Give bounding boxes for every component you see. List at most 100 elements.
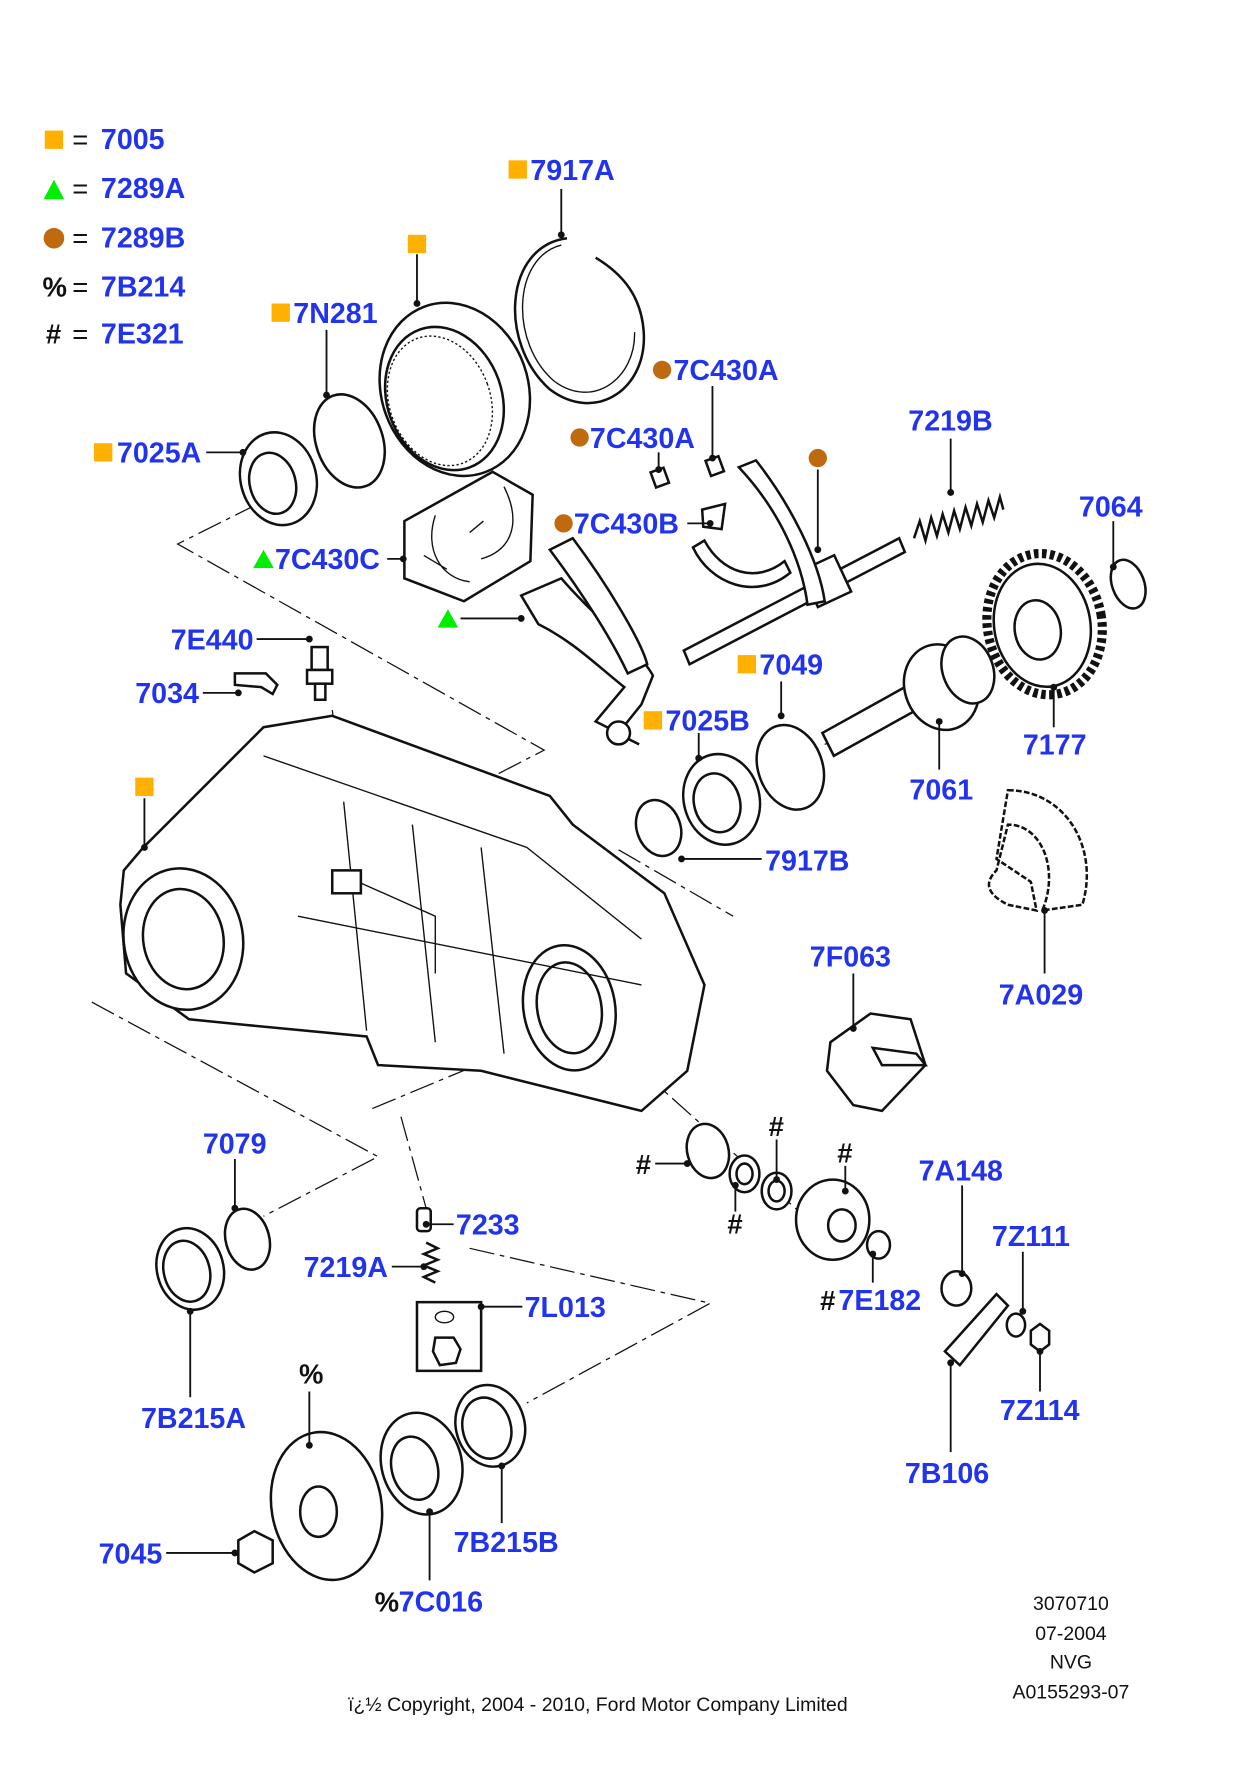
callout-7B215A[interactable]: 7B215A [141,1403,246,1435]
callout-7061[interactable]: 7061 [909,774,973,806]
bearing-7025A [238,431,319,527]
circle-marker [652,360,672,380]
legend-equals: = [72,272,88,303]
square-marker [135,777,154,796]
leader-dots [140,231,1117,1557]
drawing-number: 3070710 [1033,1593,1109,1615]
legend: = 7005 = 7289A = 7289B % = 7B214 # = 7E3… [42,124,185,351]
legend-equals: = [72,222,88,253]
callout-7C430A[interactable]: 7C430A [674,355,779,387]
bracket-7F063 [825,1012,929,1113]
triangle-marker [437,609,459,628]
callout-7917A[interactable]: 7917A [530,155,614,187]
legend-equals: = [72,173,88,204]
legend-code-7E321: 7E321 [101,319,184,351]
snap-ring-7049 [755,723,826,811]
callout-7B215B[interactable]: 7B215B [454,1527,559,1559]
square-marker [44,130,64,149]
snap-ring-7917B [634,798,683,858]
hash-marker: # [769,1111,784,1142]
hash-marker: # [727,1208,742,1239]
callout-7E440[interactable]: 7E440 [171,624,254,656]
callout-7Z111[interactable]: 7Z111 [992,1221,1070,1253]
callout-7A029[interactable]: 7A029 [999,979,1083,1011]
callout-7045[interactable]: 7045 [99,1538,163,1570]
drawing-date: 07-2004 [1035,1623,1107,1645]
circle-marker [808,448,827,468]
callout-7L013[interactable]: 7L013 [525,1292,606,1324]
transfer-case-housing [119,714,706,1113]
legend-equals: = [72,124,88,155]
legend-code-7005: 7005 [101,124,165,156]
copyright: ï¿½ Copyright, 2004 - 2010, Ford Motor C… [348,1694,848,1716]
triangle-marker [43,179,65,200]
drive-chain-7A029 [987,788,1088,913]
percent-marker: % [375,1586,399,1617]
nut-7045 [237,1529,274,1574]
square-marker [508,160,527,179]
callout-7N281[interactable]: 7N281 [293,298,377,330]
hash-marker: # [820,1285,835,1316]
spring-7219A [420,1241,441,1284]
callout-7E182[interactable]: 7E182 [838,1285,921,1317]
shift-fork-7289B [648,454,827,607]
circlip-7064 [1109,558,1147,610]
lever-7B106 [943,1292,1010,1367]
drawing-info: 3070710 07-2004 NVG A0155293-07 ï¿½ Copy… [348,1593,1129,1716]
seal-7B215A [155,1226,226,1311]
callout-7C430A[interactable]: 7C430A [590,423,695,455]
callout-7219A[interactable]: 7219A [304,1252,388,1284]
circle-marker [554,514,573,533]
part-drawings [119,236,1147,1582]
callout-7C430C[interactable]: 7C430C [275,544,380,576]
callout-7F063[interactable]: 7F063 [810,942,891,974]
callout-7025A[interactable]: 7025A [117,438,201,470]
washer-7A148 [940,1269,973,1307]
square-marker [737,655,756,674]
vent-7034 [233,672,279,696]
flange-7B214 [269,1430,384,1582]
callout-7219B[interactable]: 7219B [908,406,992,438]
legend-code-7B214: 7B214 [101,272,185,304]
hash-marker: # [837,1137,852,1168]
drawing-reference: A0155293-07 [1013,1681,1130,1703]
snap-ring-7N281 [312,393,386,489]
callout-7025B[interactable]: 7025B [666,706,750,738]
callout-7064[interactable]: 7064 [1079,492,1143,524]
output-shaft-7061 [820,635,996,758]
nut-7Z114 [1029,1322,1051,1353]
callout-labels: 7917A 7N281 7025A 7C430A 7C430A 7219B 7C… [99,155,1143,1619]
bearing-7025B [681,752,762,846]
snap-ring-7917A [513,236,646,405]
ring-gear-7005 [378,301,532,478]
square-marker [271,303,290,322]
callout-7C016[interactable]: 7C016 [399,1586,483,1618]
callout-7049[interactable]: 7049 [759,650,823,682]
legend-code-7289B: 7289B [101,222,185,254]
callout-7233[interactable]: 7233 [456,1210,520,1242]
spring-7219B [912,492,1005,546]
seal-7C016 [379,1411,464,1516]
callout-7079[interactable]: 7079 [203,1128,267,1160]
callout-7B106[interactable]: 7B106 [905,1458,989,1490]
circle-marker [570,428,589,447]
shift-pads-7C430C [403,470,534,603]
triangle-marker [253,549,274,569]
legend-equals: = [72,319,88,350]
square-marker [407,234,427,254]
legend-symbol-hash: # [46,319,61,350]
square-marker [643,711,663,730]
legend-symbol-percent: % [42,272,66,303]
callout-7Z114[interactable]: 7Z114 [1000,1395,1080,1427]
pin-7233 [415,1206,432,1233]
square-marker [94,443,113,462]
sensor-7E440 [305,645,334,702]
callout-7177[interactable]: 7177 [1023,730,1087,762]
callout-7C430B[interactable]: 7C430B [574,509,679,541]
callout-7A148[interactable]: 7A148 [919,1156,1003,1188]
kit-7L013 [415,1300,483,1373]
washer-7Z111 [1005,1312,1027,1338]
callout-7034[interactable]: 7034 [135,678,199,710]
oil-pump-group-7E321 [685,1122,892,1262]
callout-7917B[interactable]: 7917B [765,845,849,877]
